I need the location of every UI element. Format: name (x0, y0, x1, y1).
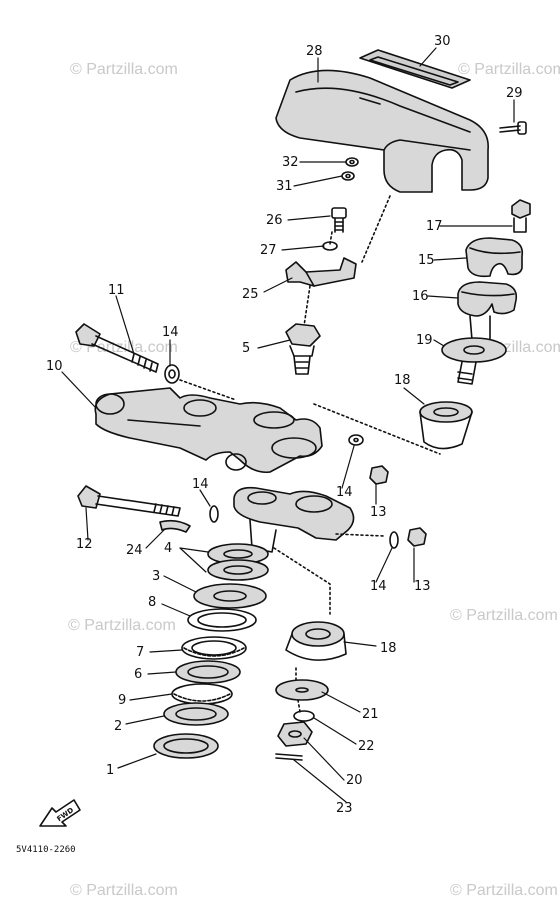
handlebar-cover-28 (275, 69, 489, 193)
callout-28: 28 (306, 44, 323, 59)
watermark: © Partzilla.com (70, 61, 178, 78)
bolt-26 (331, 207, 347, 233)
bushing-18-upper (419, 401, 473, 450)
callout-labels: 28 30 29 32 31 26 27 25 17 15 16 19 18 1… (46, 34, 523, 816)
watermark: © Partzilla.com (458, 61, 560, 78)
upper-bracket-10 (94, 387, 323, 474)
callout-5: 5 (242, 341, 250, 356)
washer-14-right (348, 434, 364, 446)
leader-lines (61, 47, 515, 803)
callout-22: 22 (358, 739, 375, 754)
watermark: © Partzilla.com (70, 339, 178, 356)
nut-13-right (369, 465, 389, 485)
bolt-17 (511, 199, 531, 233)
washer-14-bolt12 (209, 505, 219, 523)
callout-2: 2 (114, 719, 122, 734)
bolt-11 (75, 323, 159, 373)
diagram-code: 5V4110-2260 (16, 845, 76, 855)
bolt-29 (499, 121, 527, 135)
callout-23: 23 (336, 801, 353, 816)
bushing-18-lower (285, 621, 347, 661)
callout-14-upper: 14 (162, 325, 179, 340)
callout-8: 8 (148, 595, 156, 610)
callout-9: 9 (118, 693, 126, 708)
callout-20: 20 (346, 773, 363, 788)
ring-nut-4 (207, 543, 269, 581)
bolt-12 (77, 485, 181, 517)
bearing-balls-9 (171, 683, 233, 705)
cover-3 (193, 583, 267, 609)
fwd-arrow-icon (39, 799, 81, 827)
callout-11: 11 (108, 283, 125, 298)
watermark: © Partzilla.com (450, 882, 558, 899)
plate-30 (359, 49, 471, 89)
washer-21 (275, 679, 329, 701)
bracket-25 (285, 257, 357, 287)
bearing-7 (181, 636, 247, 660)
callout-15: 15 (418, 253, 435, 268)
bolt-5 (285, 323, 321, 375)
callout-13-right: 13 (370, 505, 387, 520)
washer-14-lower (389, 531, 399, 549)
washer-32 (345, 157, 359, 167)
callout-12: 12 (76, 537, 93, 552)
callout-4: 4 (164, 541, 172, 556)
callout-19: 19 (416, 333, 433, 348)
callout-24: 24 (126, 543, 143, 558)
washer-14 (164, 364, 180, 384)
nut-20 (277, 721, 313, 747)
watermark: © Partzilla.com (70, 882, 178, 899)
callout-25: 25 (242, 287, 259, 302)
callout-21: 21 (362, 707, 379, 722)
washer-22 (293, 710, 315, 722)
callout-31: 31 (276, 179, 293, 194)
callout-1: 1 (106, 763, 114, 778)
callout-14-bolt: 14 (192, 477, 209, 492)
callout-13-lower: 13 (414, 579, 431, 594)
callout-27: 27 (260, 243, 277, 258)
callout-14-lower: 14 (370, 579, 387, 594)
watermark-layer: © Partzilla.com © Partzilla.com © Partzi… (68, 61, 560, 899)
callout-10: 10 (46, 359, 63, 374)
callout-26: 26 (266, 213, 283, 228)
watermark: © Partzilla.com (68, 617, 176, 634)
race-2 (163, 702, 229, 726)
dust-seal-1 (153, 733, 219, 759)
washer-24 (159, 519, 191, 533)
cotter-pin-23 (275, 753, 303, 761)
washer-19 (441, 337, 507, 385)
washer-31 (341, 171, 355, 181)
nut-13-lower (407, 527, 427, 547)
callout-29: 29 (506, 86, 523, 101)
watermark: © Partzilla.com (450, 607, 558, 624)
holder-15 (465, 237, 524, 278)
seal-8 (187, 608, 257, 632)
callout-18-upper: 18 (394, 373, 411, 388)
callout-16: 16 (412, 289, 429, 304)
callout-6: 6 (134, 667, 142, 682)
callout-18-lower: 18 (380, 641, 397, 656)
callout-14-right: 14 (336, 485, 353, 500)
callout-17: 17 (426, 219, 443, 234)
callout-30: 30 (434, 34, 451, 49)
callout-7: 7 (136, 645, 144, 660)
race-6 (175, 660, 241, 684)
callout-32: 32 (282, 155, 299, 170)
holder-16 (457, 281, 518, 341)
callout-3: 3 (152, 569, 160, 584)
